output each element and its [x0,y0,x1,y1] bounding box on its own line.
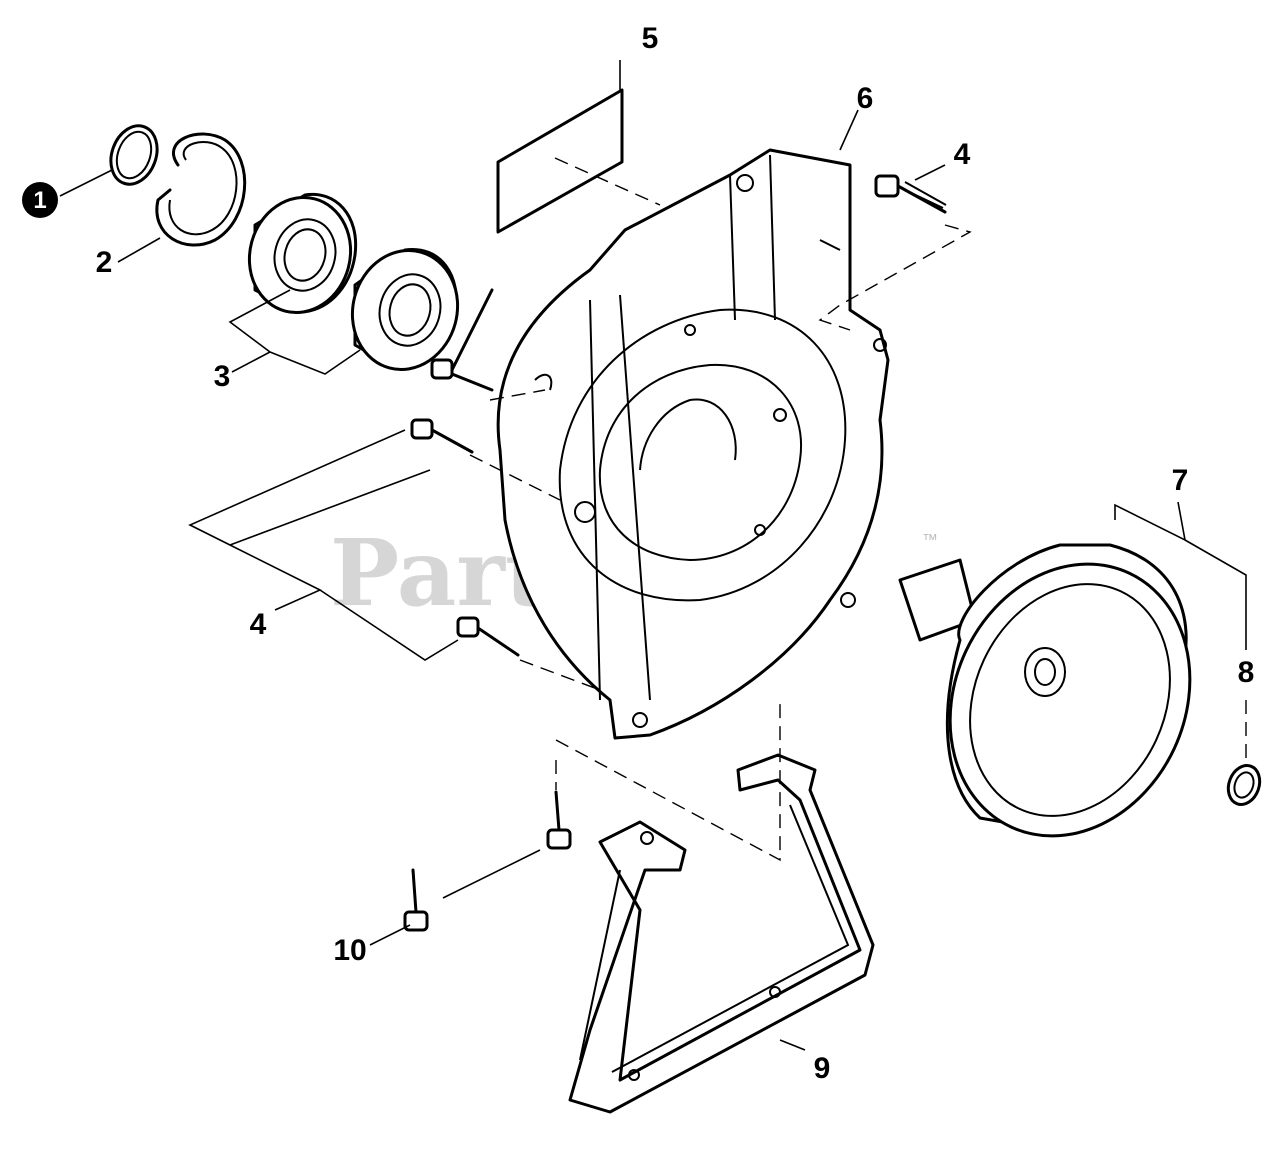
watermark-trademark: ™ [922,532,938,549]
bolt-left-2[interactable] [410,418,474,454]
bolt-upper-right[interactable] [874,174,947,214]
bolt-left-3[interactable] [456,616,520,657]
clutch-case[interactable] [496,148,890,740]
callout-5: 5 [642,22,659,55]
leader-lines [59,60,1247,1051]
callout-9: 9 [814,1052,831,1085]
snap-ring-large[interactable] [155,132,247,247]
retaining-ring[interactable] [1223,761,1265,809]
callout-3: 3 [214,360,231,393]
callout-label: 1 [33,187,46,214]
handle-bracket[interactable] [568,753,875,1114]
callout-badge [22,182,58,218]
callout-8: 8 [1238,656,1255,689]
callout-7: 7 [1172,464,1189,497]
clutch-drum[interactable] [898,525,1233,876]
bolt-left-1[interactable] [430,288,494,392]
ball-bearing-pair[interactable] [237,186,471,381]
ball-bearing-front[interactable] [237,186,364,324]
bolt-lower-1[interactable] [546,790,572,850]
callout-4-upper: 4 [954,138,971,171]
snap-ring-small[interactable] [103,119,165,190]
callout-1: 1 [22,182,58,218]
bolt-lower-2[interactable] [403,868,429,932]
callout-10: 10 [333,934,366,967]
assembly-guides [469,157,1247,862]
callout-4-lower: 4 [250,608,267,641]
callout-2: 2 [96,246,113,279]
callout-6: 6 [857,82,874,115]
ball-bearing-rear[interactable] [339,239,471,382]
